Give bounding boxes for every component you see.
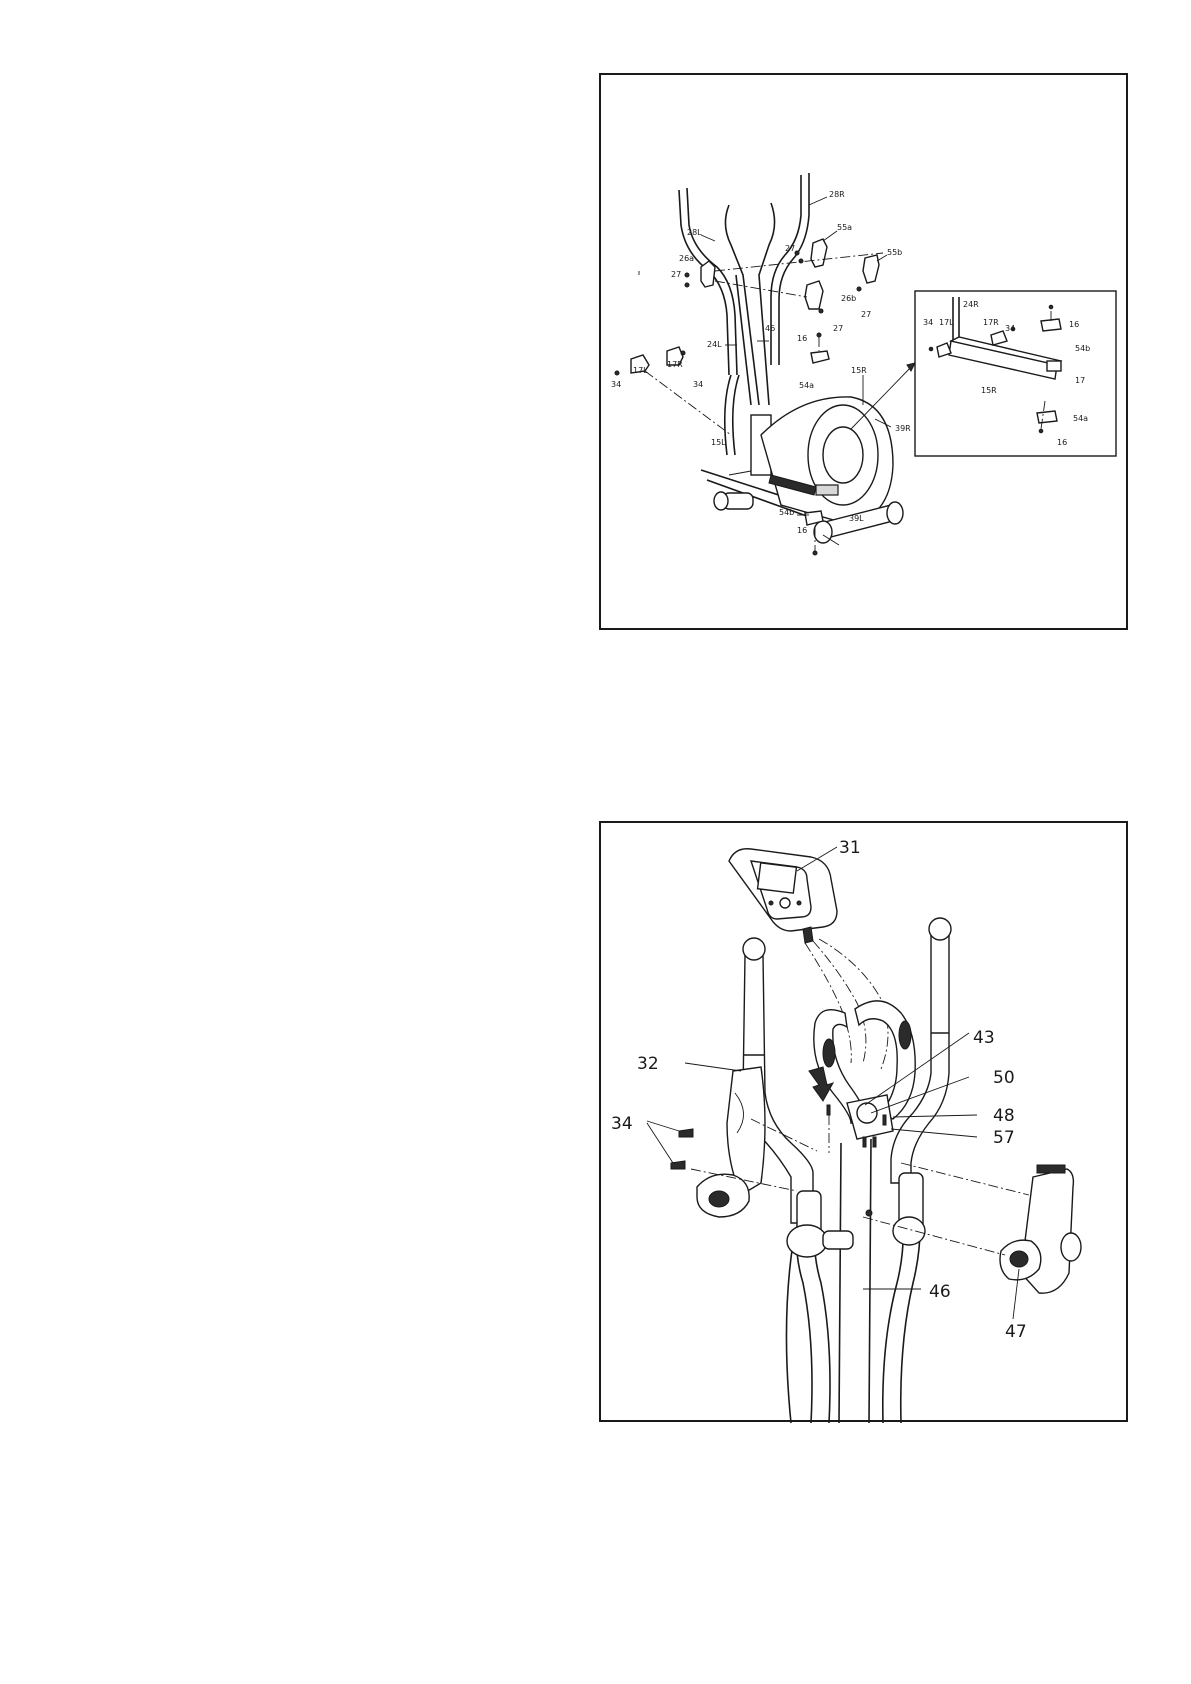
label-27-top: 27 — [785, 244, 795, 253]
inset-label-16-bottom: 16 — [1057, 438, 1067, 447]
console-button-right — [797, 901, 801, 905]
label-27-right: 27 — [861, 310, 871, 319]
label-34-left: 34 — [611, 380, 621, 389]
part-26b — [805, 281, 823, 309]
inset-label-17L: 17L — [939, 318, 954, 327]
inset-label-15R: 15R — [981, 386, 997, 395]
inset-label-54b: 54b — [1075, 344, 1090, 353]
assembly-figure-1: 28R 28L 55a 27 55b 26a 27 26b 27 27 46 2… — [599, 73, 1128, 630]
left-axle — [823, 1231, 853, 1249]
label-46: 46 — [765, 324, 775, 333]
label-24L: 24L — [707, 340, 722, 349]
post-46-inner — [736, 275, 751, 405]
inset-label-34-right: 34 — [1005, 324, 1015, 333]
foot-pedal-marker — [816, 485, 838, 495]
label-55a: 55a — [837, 223, 852, 232]
label-28L: 28L — [687, 228, 702, 237]
cover-47-top — [1037, 1165, 1065, 1173]
part-54a — [811, 351, 829, 363]
label-34: 34 — [611, 1114, 633, 1134]
inset-label-34-left: 34 — [923, 318, 933, 327]
inset-detail: 24R 34 17L 17R 34 16 54b 15R 17 54a 16 — [915, 291, 1116, 456]
inset-label-54a: 54a — [1073, 414, 1088, 423]
label-17L: 17L — [633, 366, 648, 375]
inset-label-24R: 24R — [963, 300, 979, 309]
pulse-sensor-left — [823, 1039, 835, 1067]
label-15L: 15L — [711, 438, 726, 447]
label-26a: 26a — [679, 254, 694, 263]
label-27-left: 27 — [671, 270, 681, 279]
mount-knob — [857, 1103, 877, 1123]
label-27-mid: 27 — [833, 324, 843, 333]
console-display — [758, 863, 797, 893]
bolt-34-lower — [671, 1161, 685, 1169]
console-plug — [803, 927, 813, 943]
assembly-line-4 — [645, 371, 731, 435]
label-39R: 39R — [895, 424, 911, 433]
assembly-line-d — [863, 1217, 1005, 1255]
label-46: 46 — [929, 1282, 951, 1302]
post-hole — [866, 1210, 872, 1216]
inset-part-17 — [1047, 361, 1061, 371]
part-26a — [701, 261, 715, 287]
label-28R: 28R — [829, 190, 845, 199]
rear-endcap-left — [814, 521, 832, 543]
label-50: 50 — [993, 1068, 1015, 1088]
label-15R: 15R — [851, 366, 867, 375]
label-17R: 17R — [667, 360, 683, 369]
console-button-left — [769, 901, 773, 905]
front-endcap — [714, 492, 728, 510]
inset-label-16-top: 16 — [1069, 320, 1079, 329]
pulse-sensor-right — [899, 1021, 911, 1049]
label-34-right: 34 — [693, 380, 703, 389]
inset-part-54a — [1037, 411, 1057, 423]
arm-24L — [725, 375, 731, 455]
lower-arm-left-edge — [786, 1243, 793, 1423]
figure-1-drawing: 28R 28L 55a 27 55b 26a 27 26b 27 27 46 2… — [601, 75, 1130, 632]
label-39L: 39L — [849, 514, 864, 523]
console-button-center — [780, 898, 790, 908]
left-handle-cap — [743, 938, 765, 960]
cover-32-hole — [709, 1191, 729, 1207]
bolt-34-upper — [679, 1129, 693, 1137]
label-31: 31 — [839, 838, 861, 858]
left-pivot-joint — [787, 1225, 827, 1257]
label-26b: 26b — [841, 294, 856, 303]
label-32: 32 — [637, 1054, 659, 1074]
label-54a: 54a — [799, 381, 814, 390]
cover-47-cap — [1061, 1233, 1081, 1261]
label-54b: 54b — [779, 508, 794, 517]
post-46-right — [869, 1139, 871, 1423]
label-57: 57 — [993, 1128, 1015, 1148]
assembly-figure-2: 31 43 50 48 57 32 34 46 47 — [599, 821, 1128, 1422]
flywheel-hub — [823, 427, 863, 483]
post-46-right — [759, 203, 775, 405]
label-16-lower: 16 — [797, 526, 807, 535]
label-55b: 55b — [887, 248, 902, 257]
right-pivot-joint — [893, 1217, 925, 1245]
label-47: 47 — [1005, 1322, 1027, 1342]
inset-label-17: 17 — [1075, 376, 1085, 385]
part-55b — [863, 255, 879, 283]
inset-frame — [915, 291, 1116, 456]
post-46-left — [839, 1143, 841, 1423]
rear-endcap-right — [887, 502, 903, 524]
label-48: 48 — [993, 1106, 1015, 1126]
arm-24L-edge — [733, 375, 739, 455]
figure-2-drawing: 31 43 50 48 57 32 34 46 47 — [601, 823, 1130, 1424]
part-55a — [811, 239, 827, 267]
inset-label-17R: 17R — [983, 318, 999, 327]
right-handle-cap — [929, 918, 951, 940]
label-16-upper: 16 — [797, 334, 807, 343]
label-43: 43 — [973, 1028, 995, 1048]
cover-47-hole — [1010, 1251, 1028, 1267]
